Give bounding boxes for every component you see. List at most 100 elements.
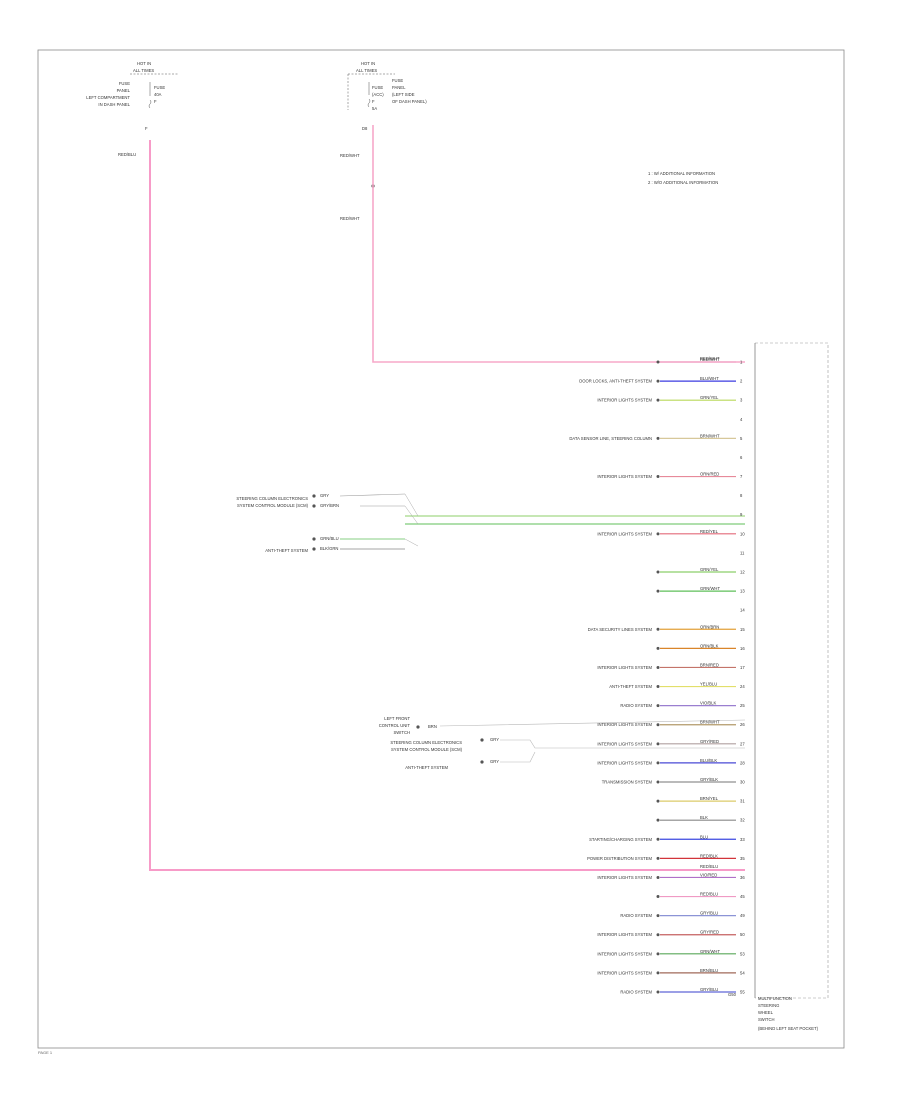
fuse-center-wire: RED/WHT bbox=[340, 153, 360, 158]
wire-color-label: BLU bbox=[700, 834, 708, 839]
splice-dot bbox=[656, 532, 660, 536]
splice-dot bbox=[656, 990, 660, 994]
pin-number: 54 bbox=[740, 970, 745, 975]
pin-number: 11 bbox=[740, 550, 745, 555]
wire-color-label: ORN/BRN bbox=[700, 624, 719, 629]
circuit-label: INTERIOR LIGHTS SYSTEM bbox=[597, 665, 652, 670]
pin-number: 3 bbox=[740, 398, 743, 403]
pin-number: 13 bbox=[740, 589, 745, 594]
splice-dot bbox=[656, 436, 660, 440]
pin-number: 35 bbox=[740, 856, 745, 861]
pin-number: 25 bbox=[740, 703, 745, 708]
legend-note: 2 : W/O ADDITIONAL INFORMATION bbox=[648, 180, 718, 185]
circuit-label: DATA SECURITY LINES SYSTEM bbox=[588, 627, 653, 632]
fuse-center-pin: D8 bbox=[362, 126, 368, 131]
wire-color-label: GRN/YEL bbox=[700, 395, 719, 400]
wire-color-label: GRY/BLU bbox=[700, 911, 718, 916]
fuse-center-label: FUSE bbox=[392, 78, 403, 83]
wire-color-label: GRN/WHT bbox=[700, 949, 720, 954]
circuit-label: INTERIOR LIGHTS SYSTEM bbox=[597, 932, 652, 937]
group-wire: BLK/GRN bbox=[320, 546, 338, 551]
ground-label: G50 bbox=[728, 992, 737, 997]
power-wire-left-label: RED/BLU bbox=[700, 864, 718, 869]
circuit-label: INTERIOR LIGHTS SYSTEM bbox=[597, 722, 652, 727]
wire-color-label: BRN/RED bbox=[700, 662, 719, 667]
pin-number: 55 bbox=[740, 990, 745, 995]
connector-pin-row: 14 bbox=[740, 608, 745, 613]
circuit-label: ANTI-THEFT SYSTEM bbox=[609, 684, 652, 689]
pin-number: 7 bbox=[740, 474, 743, 479]
splice-dot bbox=[656, 875, 660, 879]
group-wire: GRY bbox=[490, 759, 499, 764]
pin-number: 1 bbox=[740, 360, 743, 365]
legend-note: 1 : W/ ADDITIONAL INFORMATION bbox=[648, 171, 715, 176]
group-wire: GRY bbox=[320, 493, 329, 498]
group-label: STEERING COLUMN ELECTRONICS bbox=[390, 740, 462, 745]
pin-number: 28 bbox=[740, 760, 745, 765]
splice-dot bbox=[656, 799, 660, 803]
fuse-center-detail: (ACC) bbox=[372, 92, 384, 97]
splice-dot bbox=[656, 933, 660, 937]
fuse-left-label: IN DASH PANEL bbox=[98, 102, 130, 107]
splice-dot bbox=[656, 379, 660, 383]
connector-pin-row: 15 ORN/BRN DATA SECURITY LINES SYSTEM bbox=[588, 624, 746, 632]
group-label: LEFT FRONT bbox=[384, 716, 410, 721]
fuse-center: HOT IN ALL TIMES FUSE (ACC) F 5A FUSE PA… bbox=[340, 61, 427, 221]
wire-color-label: BRN/WHT bbox=[700, 433, 720, 438]
group-wire: GRY bbox=[490, 737, 499, 742]
connector-pin-row: 8 bbox=[740, 493, 743, 498]
splice-dot bbox=[656, 360, 660, 364]
pin-number: 6 bbox=[740, 455, 743, 460]
wire-color-label: VIO/RED bbox=[700, 872, 717, 877]
circuit-label: INTERIOR LIGHTS SYSTEM bbox=[597, 760, 652, 765]
page-number: PAGE 1 bbox=[38, 1050, 53, 1055]
pin-number: 15 bbox=[740, 627, 745, 632]
splice-dot bbox=[656, 818, 660, 822]
pin-number: 30 bbox=[740, 780, 745, 785]
group-label: SYSTEM CONTROL MODULE (SCM) bbox=[237, 503, 309, 508]
group-wire: GRN/BLU bbox=[320, 536, 339, 541]
fuse-left-header: ALL TIMES bbox=[133, 68, 154, 73]
fuse-left-label: LEFT COMPARTMENT bbox=[86, 95, 130, 100]
splice-dot bbox=[656, 589, 660, 593]
pin-number: 8 bbox=[740, 493, 743, 498]
splice-dot bbox=[656, 914, 660, 918]
fuse-center-detail: F bbox=[372, 99, 375, 104]
splice-dot bbox=[656, 971, 660, 975]
connector-pin-row: 12 GRN/YEL bbox=[656, 567, 745, 575]
group-wire: BRN bbox=[428, 724, 437, 729]
fuse-left-label: FUSE bbox=[119, 81, 130, 86]
splice-dot bbox=[656, 665, 660, 669]
module-caption: (BEHIND LEFT SEAT POCKET) bbox=[758, 1026, 819, 1031]
wire-color-label: RED/WHT bbox=[700, 357, 720, 362]
wire-color-label: GRY/RED bbox=[700, 739, 719, 744]
splice-dot bbox=[656, 570, 660, 574]
wire-color-label: GRY/BLU bbox=[700, 987, 718, 992]
pin-number: 12 bbox=[740, 570, 745, 575]
wire-color-label: BRN/YEL bbox=[700, 796, 719, 801]
circuit-label: INTERIOR LIGHTS SYSTEM bbox=[597, 951, 652, 956]
fuse-left-pin: F bbox=[145, 126, 148, 131]
circuit-label: DATA SENSOR LINE, STEERING COLUMN bbox=[569, 436, 652, 441]
fuse-center-header: ALL TIMES bbox=[356, 68, 377, 73]
wire-color-label: GRN/YEL bbox=[700, 567, 719, 572]
splice-dot bbox=[656, 685, 660, 689]
fuse-left-wire: RED/BLU bbox=[118, 152, 136, 157]
pin-number: 32 bbox=[740, 818, 745, 823]
pin-number: 17 bbox=[740, 665, 745, 670]
fuse-center-label: (LEFT SIDE bbox=[392, 92, 415, 97]
